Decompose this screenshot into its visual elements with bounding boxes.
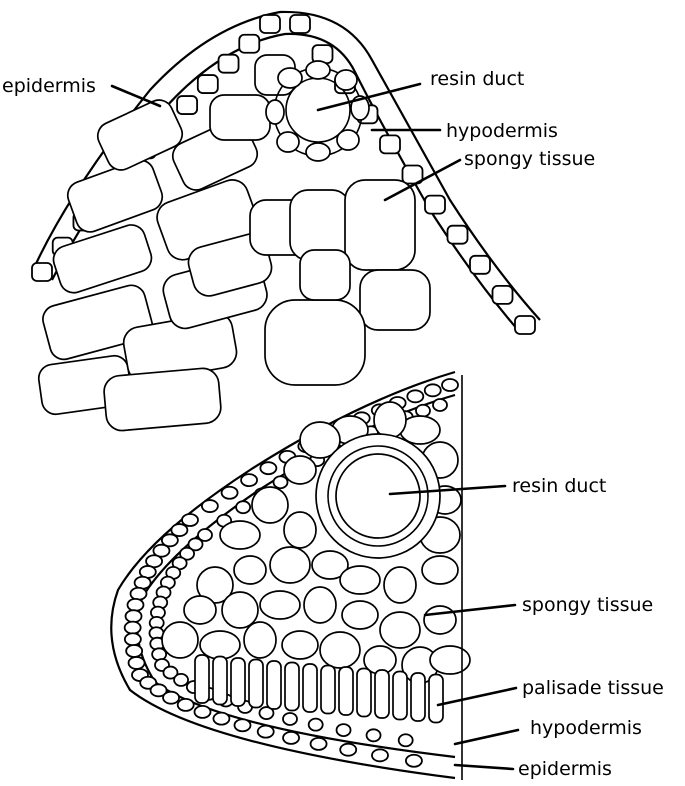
top-section [31, 10, 541, 432]
top-parenchyma-cells [37, 54, 431, 432]
bottom-resin-duct [315, 433, 441, 559]
top-epidermis-leader [110, 84, 162, 108]
label-top-spongy-tissue: spongy tissue [464, 148, 595, 170]
top-resin-duct [265, 60, 370, 162]
label-bottom-hypodermis: hypodermis [530, 717, 642, 739]
label-top-resin-duct: resin duct [430, 68, 524, 90]
labels: epidermis resin duct hypodermis spongy t… [2, 68, 664, 780]
label-bottom-epidermis: epidermis [518, 758, 612, 780]
label-top-epidermis: epidermis [2, 75, 96, 97]
bottom-palisade-cells [194, 654, 444, 724]
label-bottom-spongy-tissue: spongy tissue [522, 594, 653, 616]
top-spongy-leader [383, 158, 462, 202]
label-bottom-palisade-tissue: palisade tissue [522, 677, 664, 699]
label-top-hypodermis: hypodermis [446, 120, 558, 142]
bottom-resin-duct-leader [388, 484, 507, 496]
bottom-epidermis-leader [453, 763, 515, 771]
leader-lines [110, 82, 520, 771]
bottom-spongy-cells [161, 401, 471, 684]
label-bottom-resin-duct: resin duct [512, 475, 606, 497]
bottom-palisade-leader [436, 686, 518, 707]
top-resin-duct-leader [316, 82, 422, 112]
bottom-spongy-leader [423, 603, 517, 617]
bottom-section [110, 370, 471, 780]
bottom-hypodermis-leader [453, 728, 520, 746]
